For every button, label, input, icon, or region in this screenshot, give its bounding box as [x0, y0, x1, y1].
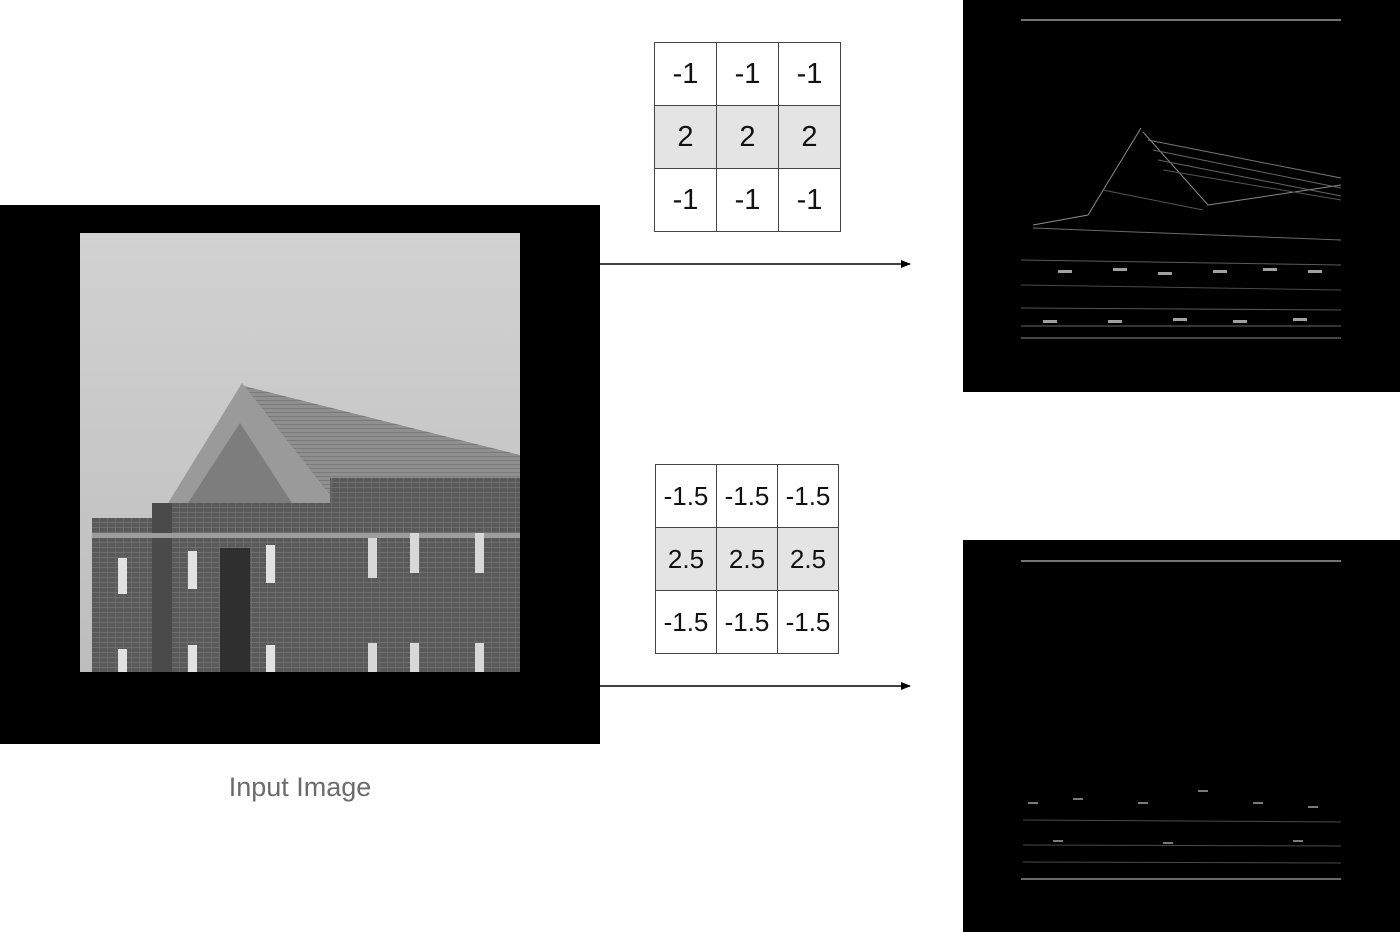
- kernel-cell: -1.5: [655, 590, 717, 654]
- kernel-cell: 2: [778, 105, 841, 169]
- kernel-cell: -1: [778, 168, 841, 232]
- kernel-cell: -1: [654, 168, 717, 232]
- edge-map-top: [1020, 19, 1342, 339]
- kernel-cell: 2: [716, 105, 779, 169]
- input-image-caption: Input Image: [228, 772, 372, 802]
- kernel-cell: 2.5: [655, 527, 717, 591]
- kernel-cell: -1.5: [777, 464, 839, 528]
- kernel-cell: -1.5: [716, 590, 778, 654]
- kernel-cell: 2.5: [716, 527, 778, 591]
- kernel-cell: 2.5: [777, 527, 839, 591]
- kernel-cell: 2: [654, 105, 717, 169]
- kernel-cell: -1: [778, 42, 841, 106]
- output-image-top: [963, 0, 1400, 392]
- input-image-panel: [0, 205, 600, 744]
- kernel-cell: -1: [654, 42, 717, 106]
- kernel-matrix-bottom: -1.5 -1.5 -1.5 2.5 2.5 2.5 -1.5 -1.5 -1.…: [655, 464, 839, 654]
- kernel-matrix-top: -1 -1 -1 2 2 2 -1 -1 -1: [654, 42, 841, 232]
- kernel-cell: -1.5: [777, 590, 839, 654]
- kernel-cell: -1: [716, 42, 779, 106]
- edge-map-bottom: [1021, 560, 1342, 880]
- output-image-bottom: [963, 540, 1400, 932]
- kernel-cell: -1: [716, 168, 779, 232]
- input-building-photo: [80, 233, 520, 672]
- kernel-cell: -1.5: [716, 464, 778, 528]
